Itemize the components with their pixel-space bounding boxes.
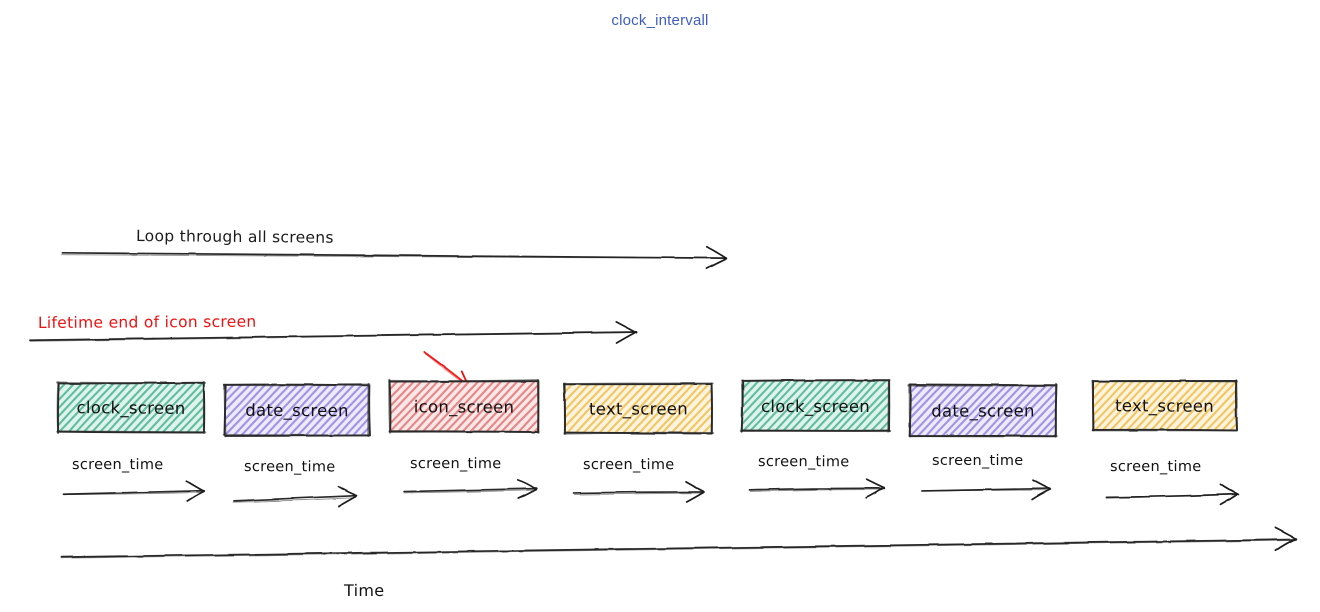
- lifetime-annotation-label: Lifetime end of icon screen: [38, 313, 257, 332]
- screen-time-2: screen_time: [403, 456, 538, 500]
- screen-box-date-screen-5[interactable]: date_screen: [859, 381, 1153, 439]
- screen-time-0: screen_time: [62, 457, 206, 502]
- loop-annotation-label: Loop through all screens: [136, 227, 334, 247]
- screen-time-6: screen_time: [1105, 459, 1240, 506]
- screen-time-arrow: [921, 479, 1052, 501]
- screen-time-5: screen_time: [921, 453, 1052, 501]
- screen-box-label: date_screen: [931, 401, 1035, 421]
- screen-box-outline: [739, 378, 892, 434]
- screen-time-label: screen_time: [932, 453, 1024, 469]
- screen-box-label: text_screen: [1115, 396, 1214, 417]
- screen-time-arrow: [572, 481, 705, 503]
- screen-box-label: clock_screen: [76, 398, 185, 419]
- screen-box-clock-screen-4[interactable]: clock_screen: [692, 377, 984, 434]
- screen-box-outline: [55, 380, 207, 435]
- time-axis-label: Time: [343, 581, 384, 600]
- screen-box-label: icon_screen: [414, 397, 515, 417]
- screen-box-icon-screen-2[interactable]: icon_screen: [339, 377, 640, 435]
- screen-box-label: text_screen: [589, 399, 688, 419]
- screen-box-outline: [563, 382, 715, 436]
- loop-annotation: Loop through all screens: [61, 227, 728, 270]
- screen-box-outline: [222, 382, 371, 438]
- screen-box-date-screen-1[interactable]: date_screen: [175, 381, 468, 438]
- screen-box-label: date_screen: [245, 401, 349, 422]
- screen-time-arrow: [403, 479, 538, 500]
- screen-time-arrow: [232, 485, 358, 508]
- screen-time-4: screen_time: [748, 454, 886, 499]
- screen-time-label: screen_time: [1110, 459, 1202, 475]
- screen-time-arrow: [62, 480, 206, 502]
- loop-annotation-arrow: [61, 245, 728, 270]
- screen-time-label: screen_time: [583, 457, 675, 473]
- screen-box-outline: [1091, 379, 1239, 432]
- time-axis-arrow: [60, 527, 1298, 559]
- screen-box-label: clock_screen: [761, 397, 870, 417]
- screen-box-text-screen-3[interactable]: text_screen: [516, 380, 807, 436]
- time-axis: Time: [60, 527, 1298, 600]
- screen-time-label: screen_time: [72, 457, 164, 473]
- screen-time-arrow: [1105, 483, 1240, 506]
- screen-box-outline: [907, 382, 1058, 438]
- page-title: clock_intervall: [611, 12, 709, 29]
- screen-box-text-screen-6[interactable]: text_screen: [1044, 377, 1320, 433]
- screen-time-label: screen_time: [244, 459, 336, 475]
- lifetime-annotation-arrow: [29, 321, 638, 344]
- screen-box-clock-screen-0[interactable]: clock_screen: [8, 379, 301, 435]
- screen-time-3: screen_time: [572, 457, 705, 503]
- screen-time-label: screen_time: [758, 454, 850, 470]
- screen-time-label: screen_time: [410, 456, 502, 472]
- screen-time-arrow: [748, 478, 886, 499]
- screen-box-outline: [388, 378, 540, 434]
- screen-time-1: screen_time: [232, 459, 358, 508]
- lifetime-annotation: Lifetime end of icon screen: [29, 313, 638, 344]
